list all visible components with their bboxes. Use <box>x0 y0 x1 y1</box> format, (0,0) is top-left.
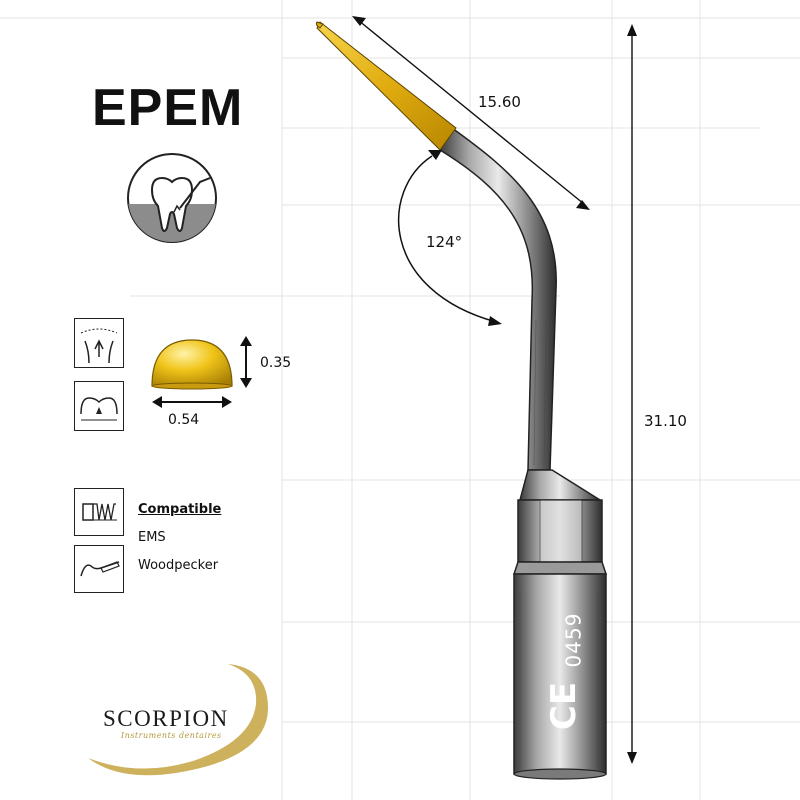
tip-width-label: 0.54 <box>168 412 200 428</box>
brand-name: SCORPION <box>103 706 229 731</box>
tooth-root-canal-icon <box>127 153 217 243</box>
compatible-woodpecker: Woodpecker <box>138 558 219 573</box>
tip-side-view-icon <box>74 318 124 368</box>
compatible-ems: EMS <box>138 530 166 545</box>
angle-label: 124° <box>426 233 463 251</box>
thread-connector-icon <box>74 488 124 536</box>
tip-dome-diagram <box>151 336 252 408</box>
tip-height-label: 0.35 <box>260 355 292 371</box>
brand-tagline: Instruments dentaires <box>121 731 222 740</box>
brand-swoosh <box>88 664 268 776</box>
total-length-label: 31.10 <box>644 412 687 430</box>
compatible-heading: Compatible <box>138 502 222 517</box>
product-title: EPEM <box>92 79 244 137</box>
length-tip-label: 15.60 <box>478 93 521 111</box>
handpiece-icon <box>74 545 124 593</box>
tip-front-view-icon <box>74 381 124 431</box>
